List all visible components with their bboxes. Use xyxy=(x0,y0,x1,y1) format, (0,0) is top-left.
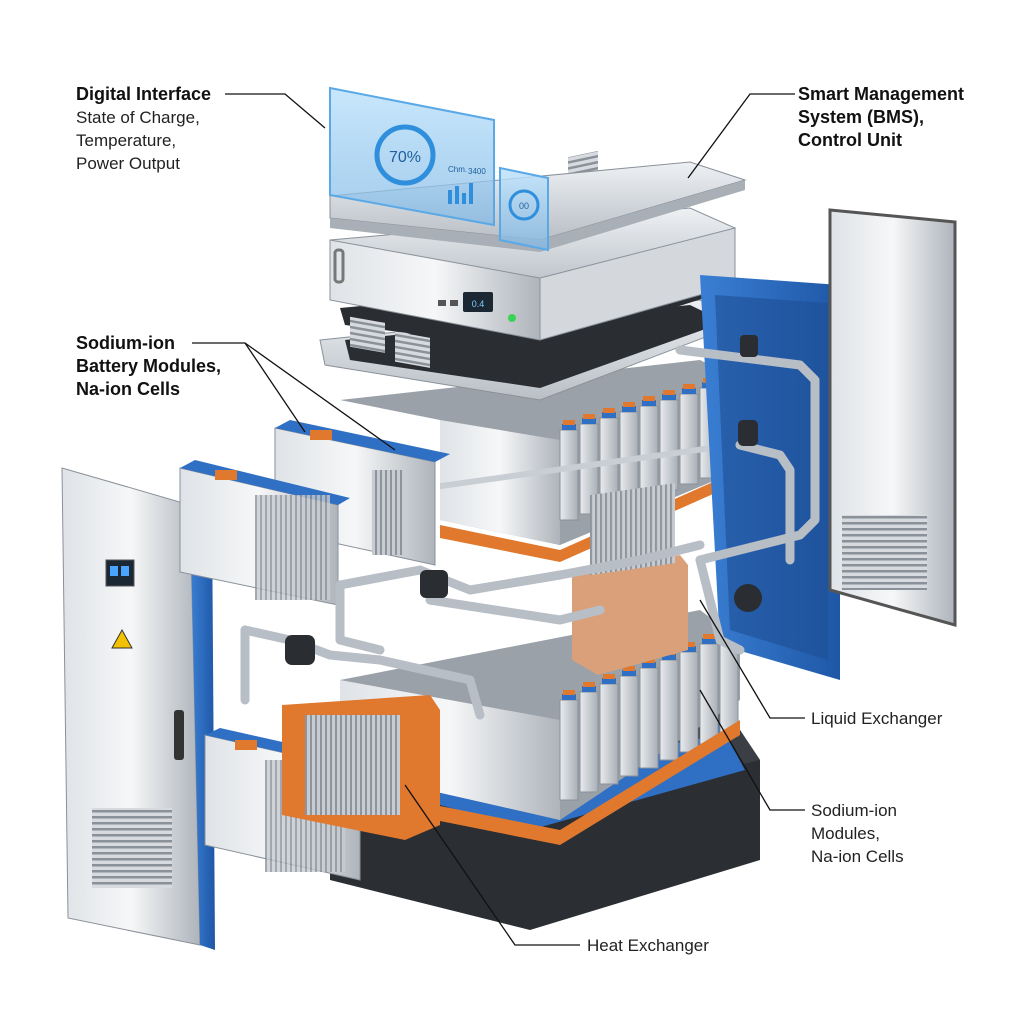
label-sodium-modules-line-3: Na-ion Cells xyxy=(811,847,904,866)
lower-cell-cap xyxy=(702,638,716,644)
upper-cell xyxy=(679,393,699,485)
label-heat-exchanger: Heat Exchanger xyxy=(587,934,709,957)
upper-cell-cap xyxy=(562,424,576,430)
lower-cell-cap xyxy=(662,654,676,660)
label-liquid-exchanger-title: Liquid Exchanger xyxy=(811,709,943,728)
heat-exchanger xyxy=(282,695,440,840)
label-sodium-battery-line-1: Sodium-ion xyxy=(76,333,175,353)
label-smart-management: Smart Management System (BMS), Control U… xyxy=(798,83,964,152)
hud-info-b: 3400 xyxy=(468,167,486,176)
lower-cell-cap xyxy=(682,646,696,652)
label-digital-interface-line-2: Temperature, xyxy=(76,131,177,150)
lower-cell-terminal xyxy=(583,682,595,687)
pump-right xyxy=(734,335,762,612)
upper-cell-cap xyxy=(582,418,596,424)
lower-cell xyxy=(619,675,639,777)
lower-cell-cap xyxy=(562,694,576,700)
pump-left xyxy=(285,570,448,665)
lower-cell xyxy=(599,683,619,785)
battery-module-left-top xyxy=(274,420,450,566)
lower-cell-cap xyxy=(582,686,596,692)
upper-cell-terminal xyxy=(683,384,695,389)
lower-cell xyxy=(559,699,579,801)
label-smart-management-line-3: Control Unit xyxy=(798,130,902,150)
lower-cell-cap xyxy=(602,678,616,684)
label-sodium-modules: Sodium-ion Modules, Na-ion Cells xyxy=(811,799,904,868)
lower-cell-terminal xyxy=(563,690,575,695)
upper-cell-terminal xyxy=(623,402,635,407)
upper-cell-terminal xyxy=(643,396,655,401)
label-smart-management-line-2: System (BMS), xyxy=(798,107,925,127)
label-sodium-battery-line-3: Na-ion Cells xyxy=(76,379,181,399)
label-liquid-exchanger: Liquid Exchanger xyxy=(811,707,942,730)
upper-cell xyxy=(659,399,679,491)
label-digital-interface: Digital Interface State of Charge, Tempe… xyxy=(76,83,211,175)
upper-cell-cap xyxy=(662,394,676,400)
label-sodium-battery: Sodium-ion Battery Modules, Na-ion Cells xyxy=(76,332,221,401)
lower-cell xyxy=(639,667,659,769)
upper-cell-terminal xyxy=(663,390,675,395)
label-heat-exchanger-title: Heat Exchanger xyxy=(587,936,709,955)
label-sodium-modules-line-2: Modules, xyxy=(811,824,880,843)
hud-percent: 70% xyxy=(389,149,421,166)
lower-cell-terminal xyxy=(703,634,715,639)
lower-cell-terminal xyxy=(603,674,615,679)
upper-cell xyxy=(639,405,659,497)
right-door-panel xyxy=(828,208,957,627)
label-digital-interface-line-3: Power Output xyxy=(76,154,180,173)
leader-lines xyxy=(192,93,805,946)
upper-cell-cap xyxy=(642,400,656,406)
lower-cell xyxy=(679,651,699,753)
lower-cell-terminal xyxy=(683,642,695,647)
hud-ring-value: 00 xyxy=(519,201,529,211)
lower-cell-cap xyxy=(622,670,636,676)
label-sodium-modules-line-1: Sodium-ion xyxy=(811,801,897,820)
upper-cell-cap xyxy=(602,412,616,418)
lower-cell-cap xyxy=(642,662,656,668)
lower-cell xyxy=(579,691,599,793)
front-panel-readout: 0.4 xyxy=(472,299,485,309)
lower-cell xyxy=(659,659,679,761)
upper-cell-terminal xyxy=(603,408,615,413)
upper-cell xyxy=(559,429,579,521)
upper-cell-terminal xyxy=(563,420,575,425)
label-digital-interface-line-1: State of Charge, xyxy=(76,108,200,127)
label-digital-interface-title: Digital Interface xyxy=(76,84,212,104)
hud-info-a: Chm. xyxy=(448,165,467,174)
upper-cell-terminal xyxy=(583,414,595,419)
label-smart-management-line-1: Smart Management xyxy=(798,84,965,104)
label-sodium-battery-line-2: Battery Modules, xyxy=(76,356,222,376)
upper-cell-cap xyxy=(622,406,636,412)
battery-module-left-mid xyxy=(179,460,350,606)
lower-cell-terminal xyxy=(623,666,635,671)
upper-cell-cap xyxy=(682,388,696,394)
holographic-display: 70% Chm. 3400 00 xyxy=(329,86,549,252)
